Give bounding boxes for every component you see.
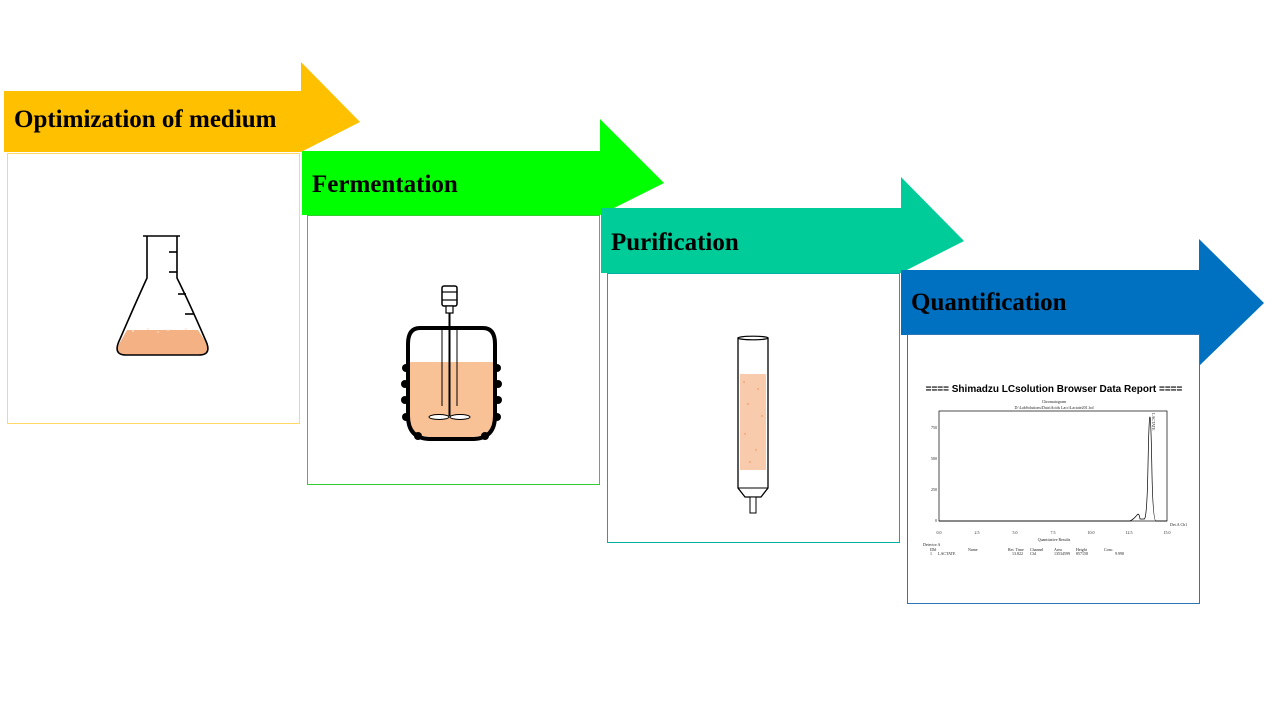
broth-fill (409, 362, 494, 437)
panel-column (607, 273, 900, 543)
arrow-shape (302, 119, 664, 215)
table-cell: 13534599 (1054, 551, 1070, 556)
step-label-optimization: Optimization of medium (14, 106, 277, 133)
report-title: ==== Shimadzu LCsolution Browser Data Re… (926, 384, 1183, 395)
step-label-fermentation: Fermentation (312, 171, 458, 198)
x-tick: 5.0 (1013, 530, 1018, 535)
hplc-report: ==== Shimadzu LCsolution Browser Data Re… (923, 384, 1187, 556)
table-header: Area (1054, 547, 1062, 552)
y-tick: 0 (935, 518, 937, 523)
detector-label: Detector A (923, 542, 941, 547)
table-header: Channel (1030, 547, 1044, 552)
y-tick: 250 (931, 487, 937, 492)
column-packing (740, 374, 766, 470)
table-cell: 13.822 (1012, 551, 1023, 556)
table-header: Conc. (1104, 547, 1113, 552)
chromatogram-trace (939, 416, 1167, 522)
x-tick: 12.5 (1126, 530, 1133, 535)
chromatogram-label: Chromatogram (1042, 399, 1067, 404)
table-cell: LACTATE (938, 551, 956, 556)
peak-label: LACTATE (1151, 413, 1156, 431)
step-label-quantification: Quantification (911, 289, 1067, 316)
arrow-body (601, 177, 964, 273)
vessel-outline (406, 326, 497, 441)
x-tick: 10.0 (1088, 530, 1095, 535)
x-tick: 0.0 (937, 530, 942, 535)
panel-hplc-report: ==== Shimadzu LCsolution Browser Data Re… (907, 334, 1200, 604)
file-path: D:\LabSolutions\Data\Acids Lacc\Lactate2… (1014, 405, 1093, 410)
table-header: Name (968, 547, 978, 552)
arrow-shape (601, 177, 964, 273)
flask-outline (116, 235, 209, 356)
arrow-purification: Purification (601, 177, 966, 273)
table-header: ID# (930, 547, 936, 552)
panel-flask (7, 153, 300, 424)
table-cell: 857158 (1076, 551, 1088, 556)
arrow-optimization: Optimization of medium (4, 62, 362, 152)
chromatography-column-icon (737, 335, 769, 514)
x-unit: Det.A Ch1 (1170, 522, 1187, 527)
column-outlet (749, 496, 757, 514)
table-cell: 1 (930, 551, 932, 556)
quant-header: Quantitative Results (1038, 537, 1071, 542)
plot-frame (938, 410, 1168, 522)
arrow-body (4, 62, 360, 152)
panel-bioreactor (307, 215, 600, 485)
x-tick: 7.5 (1051, 530, 1056, 535)
arrow-fermentation: Fermentation (302, 119, 666, 215)
x-tick: 2.5 (975, 530, 980, 535)
motor-icon (441, 285, 458, 307)
bioreactor-icon (401, 285, 502, 441)
impeller-blade (449, 414, 471, 420)
y-tick: 500 (931, 456, 937, 461)
broth-fill (117, 330, 209, 355)
step-label-purification: Purification (611, 229, 739, 256)
x-tick: 15.0 (1164, 530, 1171, 535)
table-header: Ret. Time (1008, 547, 1024, 552)
arrow-body (302, 119, 664, 215)
erlenmeyer-flask-icon (116, 235, 209, 356)
y-tick: 750 (931, 425, 937, 430)
table-cell: Ch1 (1030, 551, 1037, 556)
arrow-shape (4, 62, 360, 152)
table-header: Height (1076, 547, 1088, 552)
table-cell: 9.998 (1115, 551, 1124, 556)
impeller-blade (428, 414, 450, 420)
